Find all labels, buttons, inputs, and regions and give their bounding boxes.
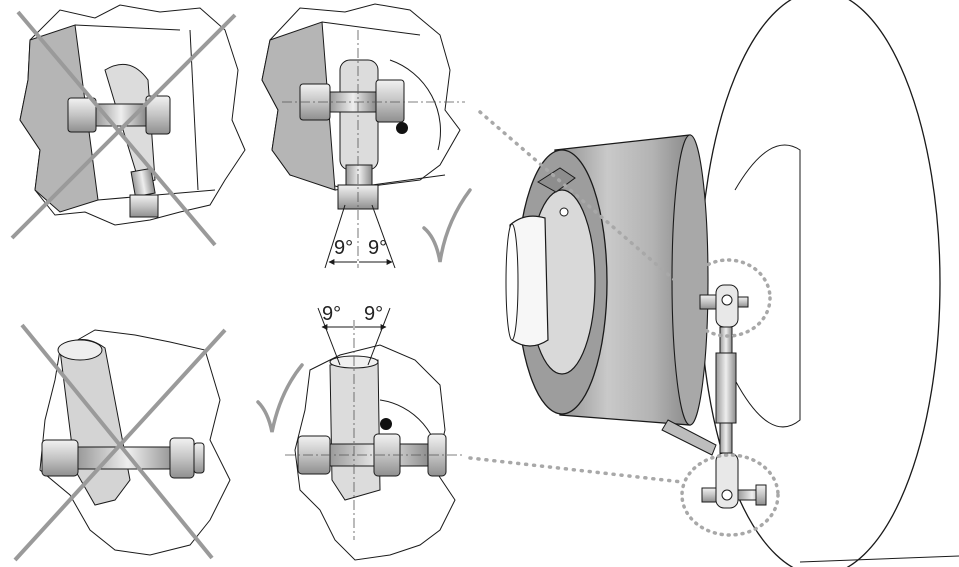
shaft bbox=[509, 215, 549, 347]
link-plate bbox=[661, 419, 717, 456]
drum-rim bbox=[671, 134, 709, 426]
rod-end-top bbox=[699, 284, 749, 328]
panel-top-left-incorrect bbox=[10, 4, 246, 247]
shaft-end bbox=[505, 223, 519, 341]
cross-icon bbox=[10, 10, 237, 247]
rod-end-bottom bbox=[701, 452, 767, 509]
panel-bottom-left-incorrect bbox=[13, 323, 231, 562]
torque-bracket bbox=[537, 167, 576, 193]
angle-label-bottom-right: 9° bbox=[364, 303, 383, 325]
angle-label-top-right: 9° bbox=[368, 237, 387, 259]
floor-line bbox=[799, 555, 959, 563]
grease-point-icon bbox=[396, 122, 408, 134]
angle-label-bottom-left: 9° bbox=[322, 303, 341, 325]
leader-line-bottom bbox=[468, 456, 684, 484]
highlight-bottom-rod-end bbox=[680, 453, 780, 537]
check-icon bbox=[422, 188, 472, 263]
disc-inner-ring bbox=[734, 144, 801, 428]
panel-top-center-correct: 9° 9° bbox=[261, 3, 465, 269]
leader-line-top bbox=[478, 110, 688, 292]
angle-label-top-left: 9° bbox=[334, 237, 353, 259]
highlight-top-rod-end bbox=[684, 258, 772, 338]
collar-screw-icon bbox=[559, 207, 569, 217]
check-icon bbox=[256, 363, 304, 433]
main-assembly bbox=[505, 0, 959, 567]
turnbuckle bbox=[715, 326, 737, 454]
grease-point-icon bbox=[380, 418, 392, 430]
cross-icon bbox=[13, 323, 227, 562]
panel-bottom-center-correct: 9° 9° bbox=[285, 303, 465, 561]
